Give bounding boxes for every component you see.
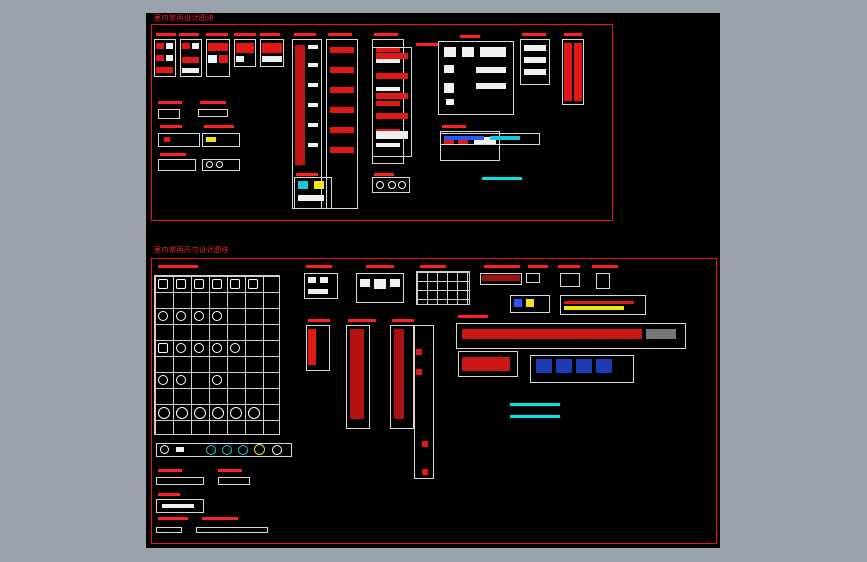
sheet-2-frame[interactable] <box>151 258 717 544</box>
cad-model-space[interactable]: 室内常用设计图块 <box>146 13 720 548</box>
sheet-1-frame[interactable] <box>151 24 613 221</box>
sheet-2-title: 室内常用尺寸设计图块 <box>154 246 229 254</box>
sheet-1-title: 室内常用设计图块 <box>154 14 214 22</box>
